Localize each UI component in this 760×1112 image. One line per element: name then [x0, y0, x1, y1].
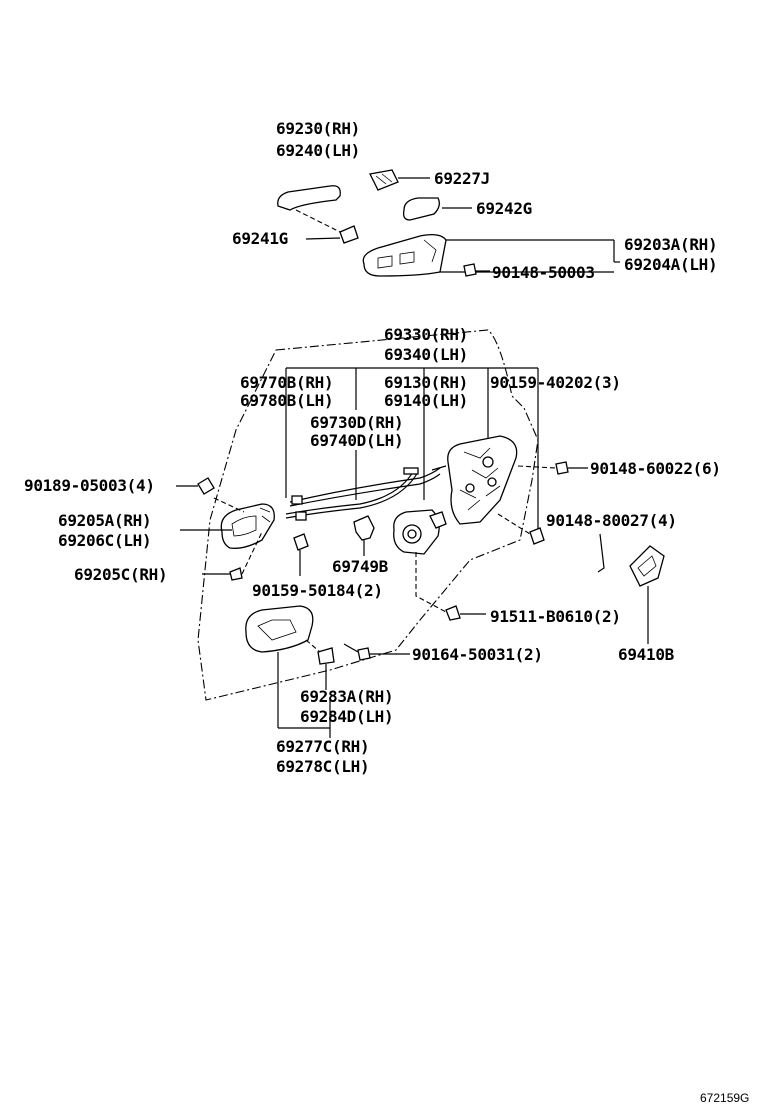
label-69770b: 69770B(RH)	[240, 373, 333, 392]
door-striker-69410b[interactable]	[597, 533, 665, 644]
label-69749b: 69749B	[332, 557, 389, 576]
handle-gasket-69242g[interactable]	[402, 197, 440, 221]
outside-handle-frame[interactable]	[362, 234, 447, 277]
label-69284d: 69284D(LH)	[300, 707, 393, 726]
inside-handle-69205a[interactable]	[220, 503, 275, 549]
label-69206c: 69206C(LH)	[58, 531, 151, 550]
outside-handle-group	[277, 169, 620, 277]
label-69203a: 69203A(RH)	[624, 235, 717, 254]
label-90164-50031: 90164-50031(2)	[412, 645, 543, 664]
door-panel-outline	[197, 329, 539, 701]
label-69227j: 69227J	[434, 169, 490, 188]
label-90148-50003: 90148-50003	[492, 263, 595, 282]
label-69780b: 69780B(LH)	[240, 391, 333, 410]
label-69278c: 69278C(LH)	[276, 757, 369, 776]
outside-handle[interactable]	[277, 185, 341, 211]
label-91511-b0610: 91511-B0610(2)	[490, 607, 621, 626]
label-69242g: 69242G	[476, 199, 532, 218]
label-69330: 69330(RH)	[384, 325, 468, 344]
door-lock-assembly[interactable]	[431, 435, 518, 525]
screw-90164-50031[interactable]	[357, 647, 371, 661]
label-69204a: 69204A(LH)	[624, 255, 717, 274]
screw-69205c[interactable]	[229, 567, 243, 581]
inside-handle-bezel[interactable]	[245, 605, 314, 653]
label-69410b: 69410B	[618, 645, 675, 664]
label-69205a: 69205A(RH)	[58, 511, 151, 530]
bolt-91511-b0610[interactable]	[445, 605, 461, 621]
lock-actuator-69130[interactable]	[393, 509, 447, 555]
label-69205c: 69205C(RH)	[74, 565, 167, 584]
bezel-cover-69283a[interactable]	[317, 647, 335, 665]
label-90159-50184: 90159-50184(2)	[252, 581, 383, 600]
screw-90159-50184[interactable]	[293, 533, 309, 551]
label-69240: 69240(LH)	[276, 141, 360, 160]
label-69140: 69140(LH)	[384, 391, 468, 410]
bolt-90148-60022[interactable]	[555, 461, 569, 475]
handle-gasket-69241g[interactable]	[339, 225, 359, 244]
label-90148-80027: 90148-80027(4)	[546, 511, 677, 530]
label-90189-05003: 90189-05003(4)	[24, 476, 155, 495]
screw-90189-05003[interactable]	[197, 477, 215, 495]
label-69730d: 69730D(RH)	[310, 413, 403, 432]
callout-brackets	[285, 367, 539, 530]
label-69241g: 69241G	[232, 229, 288, 248]
handle-cap-69227j[interactable]	[369, 169, 399, 191]
label-69340: 69340(LH)	[384, 345, 468, 364]
lock-cable-69770b	[285, 469, 415, 515]
label-90148-60022: 90148-60022(6)	[590, 459, 721, 478]
bolt-90148-50003[interactable]	[463, 263, 477, 277]
label-69130: 69130(RH)	[384, 373, 468, 392]
label-90159-40202: 90159-40202(3)	[490, 373, 621, 392]
lock-cable-69730d	[289, 467, 441, 503]
label-69740d: 69740D(LH)	[310, 431, 403, 450]
label-69230: 69230(RH)	[276, 119, 360, 138]
bolt-90148-80027[interactable]	[529, 527, 545, 545]
label-69277c: 69277C(RH)	[276, 737, 369, 756]
clip-69749b[interactable]	[353, 515, 375, 541]
figure-code: 672159G	[700, 1091, 749, 1105]
label-69283a: 69283A(RH)	[300, 687, 393, 706]
